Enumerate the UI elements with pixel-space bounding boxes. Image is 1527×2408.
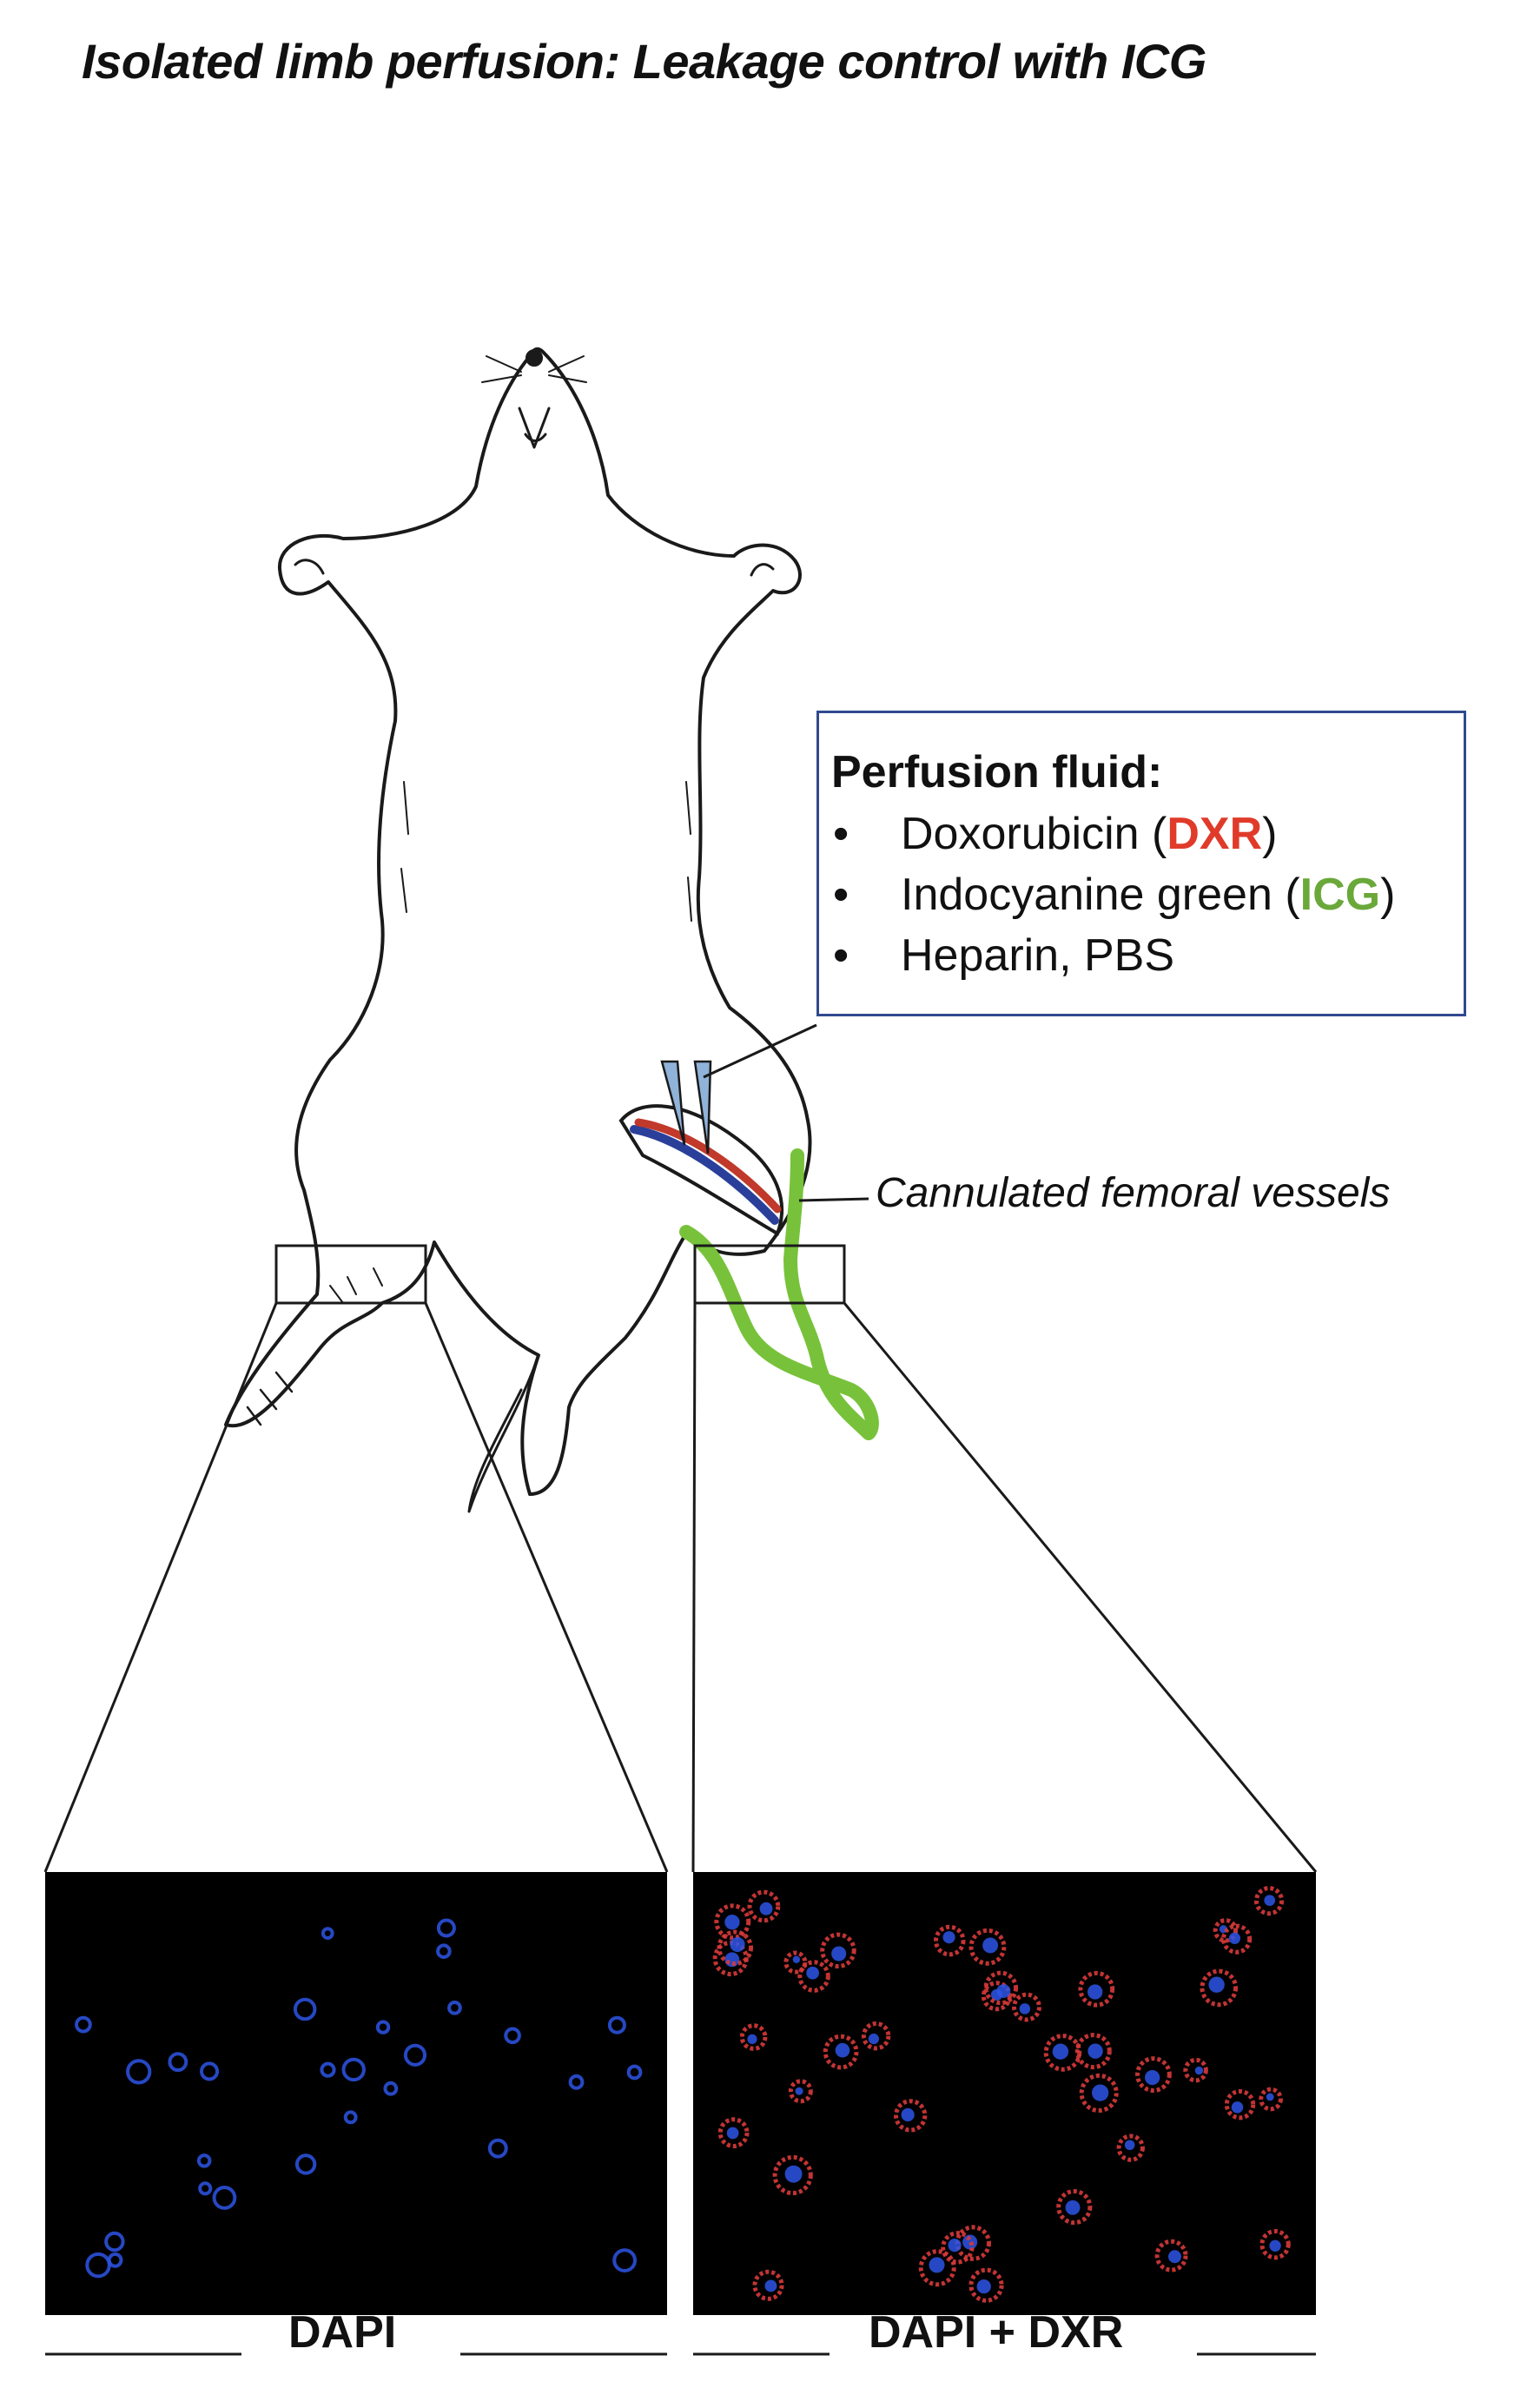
dapi-nucleus — [196, 2153, 212, 2168]
vessel-leader — [798, 1197, 869, 1202]
legend-heading: Perfusion fluid: — [831, 747, 1163, 797]
dxr-cell — [1259, 2229, 1291, 2260]
dxr-cell — [772, 2154, 813, 2196]
dxr-cell — [714, 1903, 751, 1941]
dapi-nucleus — [320, 2061, 336, 2078]
dapi-nucleus — [436, 1918, 456, 1938]
dapi-dxr-cells — [712, 1886, 1291, 2303]
dxr-cell — [933, 1924, 966, 1957]
dapi-nucleus — [107, 2252, 123, 2268]
dapi-nucleus — [607, 2015, 626, 2034]
legend-item-heparin: Heparin, PBS — [831, 925, 1464, 986]
caption-dapi: DAPI — [288, 2307, 397, 2358]
dxr-cell — [1074, 2033, 1112, 2070]
dxr-cell — [1043, 2034, 1082, 2072]
dxr-cell — [1012, 1992, 1041, 2022]
dapi-nucleus — [504, 2027, 521, 2045]
dapi-nucleus — [626, 2064, 643, 2081]
zoom-box-left — [274, 1244, 427, 1305]
dxr-cell — [783, 1950, 808, 1975]
zoom-callout-right — [691, 1302, 1318, 1873]
dxr-cell — [983, 1970, 1019, 2006]
dxr-cell — [1135, 2056, 1172, 2094]
panel-dapi — [45, 1872, 667, 2315]
legend-item-icg: Indocyanine green (ICG) — [831, 864, 1464, 925]
dxr-cell — [1224, 2088, 1256, 2120]
dxr-cell — [1221, 1923, 1253, 1955]
dxr-cell — [752, 2269, 784, 2301]
dapi-nucleus — [126, 2059, 152, 2085]
dapi-nucleus — [341, 2057, 366, 2082]
zoom-callout-left — [43, 1302, 669, 1873]
dxr-cell — [1183, 2057, 1208, 2083]
dxr-cell — [968, 2267, 1004, 2303]
dapi-nucleus — [321, 1927, 334, 1940]
dapi-nucleus — [487, 2138, 508, 2159]
dxr-cell — [861, 2021, 891, 2051]
dapi-nucleus — [375, 2020, 391, 2034]
dapi-nucleus — [436, 1943, 452, 1959]
cannulated-vessels-label: Cannulated femoral vessels — [876, 1170, 1391, 1216]
zoom-box-right — [693, 1244, 846, 1305]
dapi-nuclei — [75, 1918, 643, 2279]
dxr-cell — [1154, 2239, 1188, 2272]
legend-item-dxr: Doxorubicin (DXR) — [831, 804, 1464, 864]
dxr-cell — [1079, 2073, 1119, 2114]
dxr-cell — [788, 2079, 813, 2104]
icg-abbrev: ICG — [1299, 870, 1381, 920]
legend-leader — [703, 1023, 817, 1079]
dxr-cell — [739, 2023, 768, 2051]
icg-outline — [679, 1148, 879, 1440]
dapi-nucleus — [447, 2001, 462, 2015]
dapi-nucleus — [612, 2248, 638, 2272]
dxr-cell — [1253, 1886, 1285, 1916]
dxr-cell — [797, 1960, 830, 1993]
dapi-nucleus — [199, 2061, 220, 2081]
figure-title: Isolated limb perfusion: Leakage control… — [82, 34, 1206, 89]
dapi-nucleus — [198, 2181, 213, 2196]
caption-dapi-dxr: DAPI + DXR — [869, 2307, 1124, 2358]
dapi-nucleus — [293, 1997, 317, 2021]
dxr-cell — [1200, 1968, 1239, 2008]
dxr-cell — [820, 1932, 856, 1969]
perfusion-fluid-legend: Perfusion fluid: Doxorubicin (DXR) Indoc… — [816, 711, 1466, 1016]
dapi-nucleus — [403, 2043, 427, 2067]
dapi-nucleus — [343, 2110, 358, 2125]
dxr-cell — [968, 1928, 1007, 1966]
femoral-incision — [618, 1104, 784, 1236]
catheter-icon — [660, 1060, 712, 1154]
dxr-cell — [823, 2034, 859, 2070]
dapi-nucleus — [212, 2186, 237, 2210]
dxr-cell — [893, 2099, 928, 2133]
dapi-nucleus — [104, 2231, 125, 2253]
dapi-nucleus — [294, 2153, 317, 2175]
rat-outline — [224, 347, 812, 1513]
dxr-cell — [717, 2117, 750, 2149]
dxr-cell — [1078, 1970, 1115, 2008]
dapi-nucleus — [168, 2052, 188, 2073]
dxr-cell — [1259, 2087, 1283, 2112]
dxr-cell — [1116, 2133, 1145, 2162]
dxr-cell — [918, 2249, 956, 2287]
dxr-cell — [1056, 2189, 1093, 2226]
dxr-cell — [747, 1889, 781, 1923]
dapi-nucleus — [75, 2015, 92, 2034]
dxr-abbrev: DXR — [1167, 809, 1263, 859]
dxr-cell — [941, 2231, 975, 2265]
dxr-cell — [717, 1929, 754, 1967]
dapi-nucleus — [383, 2081, 399, 2096]
dapi-nucleus — [568, 2074, 585, 2090]
